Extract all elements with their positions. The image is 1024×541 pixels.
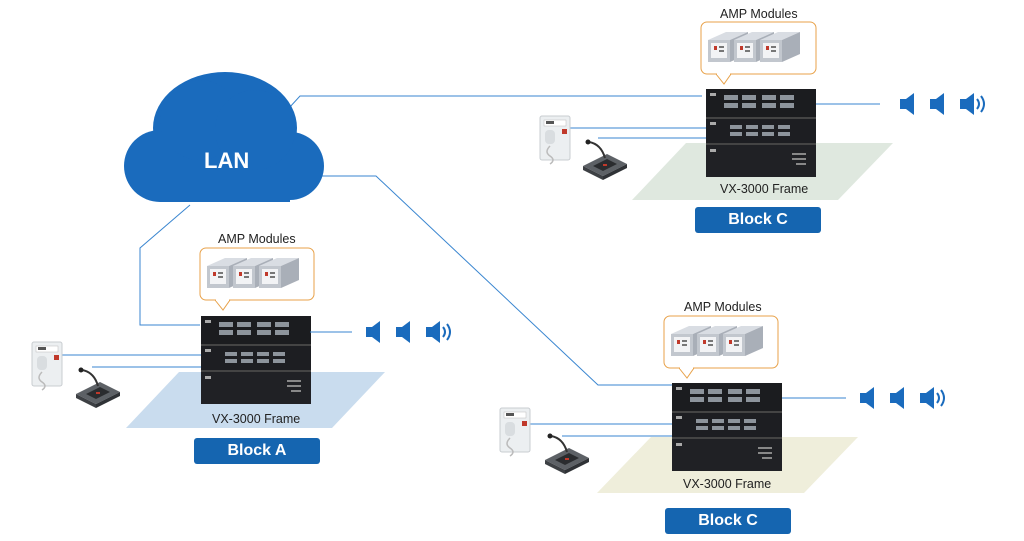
amp-modules-title: AMP Modules	[720, 7, 798, 21]
lan-cloud	[124, 72, 324, 202]
amp-modules-title: AMP Modules	[218, 232, 296, 246]
cloud-icon	[124, 72, 324, 202]
link-lan-to-block-a	[139, 204, 200, 326]
block-a-button[interactable]: Block A	[194, 438, 320, 464]
lan-label: LAN	[204, 148, 250, 173]
frame-caption: VX-3000 Frame	[720, 182, 809, 196]
block-c-top-group	[539, 21, 985, 200]
block-c-bottom-group	[499, 315, 945, 493]
block-a-group	[31, 247, 451, 428]
amp-modules-title: AMP Modules	[684, 300, 762, 314]
link-lan-to-block-c-bottom	[318, 175, 672, 386]
block-c-bottom-button[interactable]: Block C	[665, 508, 791, 534]
frame-caption: VX-3000 Frame	[683, 477, 772, 491]
block-c-top-button[interactable]: Block C	[695, 207, 821, 233]
link-lan-to-block-c-top	[277, 95, 702, 121]
frame-caption: VX-3000 Frame	[212, 412, 301, 426]
